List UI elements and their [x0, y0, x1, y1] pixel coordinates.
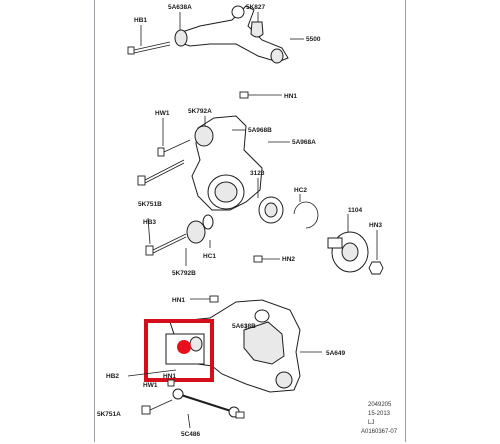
label-hn1-bottom: HN1: [163, 373, 176, 380]
lower-arm-ball-joint[interactable]: [254, 309, 270, 323]
bolt-hw1-lower[interactable]: [167, 379, 175, 387]
bolt-hb3[interactable]: [145, 233, 187, 256]
circlip-hc2[interactable]: [293, 201, 319, 229]
label-5k792a: 5K792A: [188, 108, 212, 115]
label-5k792b: 5K792B: [172, 270, 196, 277]
label-hn3: HN3: [369, 222, 382, 229]
nut-hn2[interactable]: [253, 255, 280, 263]
washer-hc1[interactable]: [202, 214, 214, 230]
stamp-line-3: LJ: [368, 420, 374, 426]
label-5k827: 5K827: [246, 4, 266, 11]
drawing-stamp: 2049205 15-2013 LJ A0160367-07: [361, 402, 398, 435]
label-5a638a-top: 5A638A: [168, 4, 192, 11]
bolt-hb1-top[interactable]: [127, 41, 171, 55]
highlighted-bushing-ring: [189, 336, 203, 352]
upper-arm-bushing-rear[interactable]: [270, 48, 284, 64]
upper-control-arm-group: HB1 5A638A 5K827 5500: [127, 4, 321, 64]
red-dot-marker-icon: [177, 340, 191, 354]
bolt-hw1-middle[interactable]: [157, 139, 191, 157]
knuckle-lower-bushing[interactable]: [186, 220, 206, 244]
label-5a649: 5A649: [326, 350, 346, 357]
label-5c486: 5C486: [181, 431, 201, 438]
label-5a968a: 5A968A: [292, 139, 316, 146]
stamp-line-2: 15-2013: [368, 411, 391, 417]
lower-arm-rear-bushing[interactable]: [275, 371, 293, 389]
label-hn2: HN2: [282, 256, 295, 263]
upper-arm-ball-joint[interactable]: [231, 5, 245, 19]
bolt-5k751a[interactable]: [141, 399, 173, 415]
label-3123: 3123: [250, 170, 265, 177]
nut-hn1-upper[interactable]: [239, 91, 282, 99]
nut-hn1-lower[interactable]: [190, 295, 219, 303]
label-hw1-lower: HW1: [143, 382, 158, 389]
upper-arm-bushing-front[interactable]: [174, 29, 188, 47]
upper-arm-dust-boot[interactable]: [250, 21, 264, 38]
knuckle-bore-inner: [214, 181, 238, 203]
label-hc2: HC2: [294, 187, 307, 194]
label-5k751b: 5K751B: [138, 201, 162, 208]
bolt-5k751b[interactable]: [137, 159, 185, 186]
stamp-line-1: 2049205: [368, 402, 392, 408]
label-hc1: HC1: [203, 253, 216, 260]
label-hb1-top: HB1: [134, 17, 147, 24]
lower-arm-ball-joint-housing[interactable]: [243, 321, 285, 365]
label-5a638b: 5A638B: [232, 323, 256, 330]
label-hb3: HB3: [143, 219, 156, 226]
wheel-hub[interactable]: [327, 231, 369, 273]
nut-sc486-side[interactable]: [235, 411, 245, 419]
label-hw1-middle: HW1: [155, 110, 170, 117]
lower-control-arm-group: HN1: [97, 295, 346, 438]
stabilizer-link[interactable]: [172, 388, 240, 418]
label-5500: 5500: [306, 36, 321, 43]
knuckle-upper-bushing[interactable]: [194, 125, 214, 147]
stamp-line-4: A0160367-07: [361, 429, 398, 435]
label-hn1-upper: HN1: [284, 93, 297, 100]
wheel-bearing-inner: [264, 202, 278, 218]
label-hn1-lower: HN1: [172, 297, 185, 304]
nut-hn3[interactable]: [368, 261, 384, 275]
label-5a968b: 5A968B: [248, 127, 272, 134]
highlight-box[interactable]: [144, 319, 214, 382]
label-5k751a: 5K751A: [97, 411, 121, 418]
label-1104: 1104: [348, 207, 362, 214]
knuckle-hub-group: HN1: [137, 91, 384, 277]
label-hb2: HB2: [106, 373, 119, 380]
